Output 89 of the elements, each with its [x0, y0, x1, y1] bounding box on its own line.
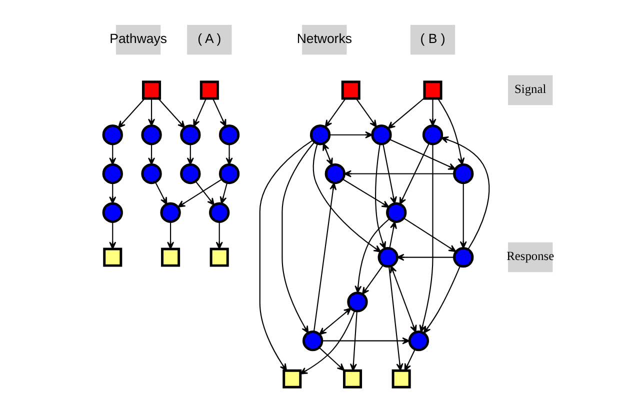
node-box — [340, 80, 360, 100]
node-box — [391, 369, 410, 388]
arrow — [387, 98, 424, 129]
arrow — [225, 144, 232, 166]
arrow — [321, 337, 410, 344]
arrow — [374, 144, 386, 250]
arrow — [388, 266, 403, 371]
arrow — [349, 311, 357, 372]
node-circle — [370, 124, 392, 146]
arrow — [186, 144, 194, 166]
arrow — [108, 183, 116, 204]
node-circle — [218, 124, 240, 146]
node-circle — [377, 246, 398, 268]
arrow — [154, 182, 167, 205]
arrow — [281, 142, 314, 334]
node-circle — [309, 124, 330, 146]
node-circle — [102, 124, 122, 146]
label: ( A ) — [197, 30, 221, 46]
arrow — [117, 98, 145, 128]
arrow — [324, 98, 346, 128]
arrow — [157, 98, 185, 128]
arrow — [428, 98, 436, 126]
arrow — [404, 349, 415, 372]
arrow — [343, 170, 454, 178]
node-circle — [324, 163, 345, 184]
node-box — [209, 248, 228, 267]
node-circle — [140, 163, 162, 184]
arrow — [418, 144, 433, 332]
node-circle — [452, 163, 474, 184]
arrow — [194, 181, 214, 206]
arrow — [437, 98, 464, 166]
label: Signal — [514, 82, 546, 96]
node-circle — [408, 330, 429, 352]
arrow — [329, 131, 372, 138]
arrow — [398, 143, 430, 205]
arrow — [166, 222, 174, 250]
node-box — [160, 248, 180, 267]
node-box — [142, 80, 161, 100]
node-circle — [452, 246, 474, 268]
arrow — [192, 98, 206, 127]
arrow — [422, 266, 460, 334]
node-circle — [208, 202, 230, 223]
node-box — [342, 369, 362, 388]
arrow — [382, 144, 396, 204]
arrow — [318, 347, 344, 371]
node-circle — [346, 292, 368, 312]
arrow — [396, 254, 454, 261]
arrow — [108, 222, 116, 250]
arrow — [299, 310, 355, 374]
arrow — [388, 221, 396, 248]
label: Pathways — [109, 30, 166, 46]
node-box — [102, 248, 122, 267]
arrow — [390, 265, 416, 333]
arrow — [318, 308, 351, 336]
node-box — [422, 80, 442, 100]
arrow — [355, 98, 376, 128]
arrow — [215, 222, 222, 250]
arrow — [219, 182, 228, 204]
arrow — [322, 143, 332, 166]
arrow — [108, 144, 116, 166]
node-box — [282, 369, 302, 388]
node-circle — [218, 163, 240, 184]
arrow — [148, 144, 155, 166]
arrow — [177, 178, 222, 208]
label: Networks — [296, 30, 352, 46]
node-box — [199, 80, 218, 100]
arrow — [258, 140, 313, 372]
node-circle — [422, 124, 443, 146]
node-circle — [302, 330, 323, 352]
node-circle — [160, 202, 180, 223]
arrow — [342, 178, 389, 208]
arrow — [212, 98, 226, 127]
label: ( B ) — [420, 30, 445, 46]
arrow — [440, 136, 490, 250]
label: Response — [506, 249, 554, 264]
node-circle — [102, 163, 122, 184]
node-circle — [180, 124, 200, 146]
node-circle — [140, 124, 162, 146]
arrow — [312, 182, 336, 332]
arrow — [403, 218, 456, 252]
arrow — [361, 264, 383, 295]
arrow — [312, 144, 381, 252]
node-circle — [102, 202, 122, 223]
arrow — [354, 218, 390, 294]
arrow — [388, 138, 456, 170]
arrow — [459, 183, 466, 249]
arrow — [148, 98, 155, 126]
node-circle — [180, 163, 200, 184]
node-circle — [386, 202, 406, 223]
